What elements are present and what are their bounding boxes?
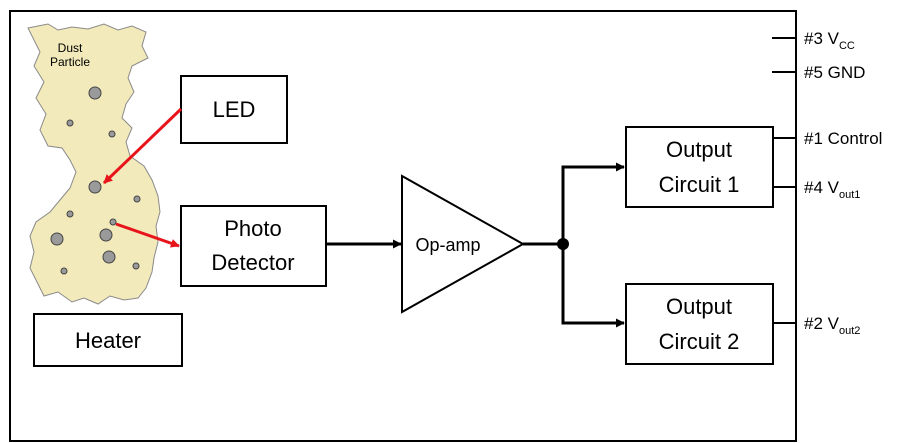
output-circuit-1-line1: Output: [666, 137, 732, 162]
pin-vout1-prefix: #4 V: [804, 178, 840, 197]
dust-grain: [102, 250, 116, 264]
dust-label-line1: Dust: [58, 41, 83, 55]
module-outline: [9, 10, 797, 442]
dust-particle-shape: [27, 23, 161, 305]
branch-to-output-1: [561, 162, 625, 244]
op-amp-label: Op-amp: [415, 235, 480, 255]
dust-grain: [132, 262, 140, 270]
pin-vcc-sub: CC: [839, 40, 855, 52]
led-light-arrow: [102, 107, 183, 185]
dust-grain: [60, 267, 68, 275]
dust-grain: [99, 228, 113, 242]
output-circuit-2-block: Output Circuit 2: [625, 283, 774, 365]
dust-particle: Dust Particle: [27, 23, 161, 305]
output-circuit-2-line1: Output: [666, 294, 732, 319]
pin-vcc-prefix: #3 V: [804, 29, 840, 48]
output-circuit-1-line2: Circuit 1: [659, 172, 740, 197]
dust-grain: [108, 130, 116, 138]
photo-detector-line2: Detector: [211, 250, 294, 275]
pin-control-label: #1 Control: [804, 129, 882, 148]
scatter-light-arrow: [115, 222, 180, 248]
dust-grain: [50, 232, 64, 246]
led-block: LED: [180, 75, 288, 144]
photo-detector-block: Photo Detector: [180, 205, 327, 287]
dust-grain: [66, 119, 74, 127]
dust-label-line2: Particle: [50, 55, 90, 69]
output-circuit-2-line2: Circuit 2: [659, 329, 740, 354]
pin-vout2-sub: out2: [839, 325, 860, 337]
dust-grain: [88, 86, 102, 100]
pin-vout2-label: #2 Vout2: [804, 314, 860, 337]
pin-gnd-label: #5 GND: [804, 63, 865, 82]
dust-grain: [133, 195, 141, 203]
op-amp-block: Op-amp: [401, 174, 526, 314]
pin-vout1-label: #4 Vout1: [804, 178, 860, 201]
photo-detector-line1: Photo: [224, 216, 282, 241]
dust-grain: [66, 210, 74, 218]
dust-grain: [109, 218, 117, 226]
heater-label: Heater: [75, 328, 141, 353]
branch-to-output-2: [561, 244, 625, 328]
led-label: LED: [213, 97, 256, 122]
pin-vout1-sub: out1: [839, 189, 860, 201]
pin-vcc-label: #3 VCC: [804, 29, 855, 52]
dust-grain: [88, 180, 102, 194]
heater-block: Heater: [33, 313, 183, 367]
pin-vout2-prefix: #2 V: [804, 314, 840, 333]
output-circuit-1-block: Output Circuit 1: [625, 126, 774, 208]
